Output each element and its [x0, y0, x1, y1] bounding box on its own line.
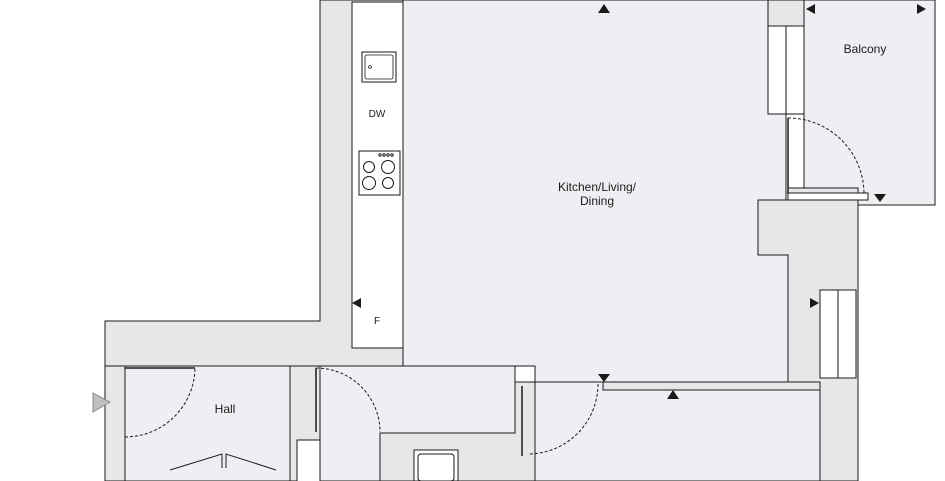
balcony-floor: [803, 0, 936, 206]
door-swing-icon: [124, 117, 865, 455]
room-label-hall: Hall: [214, 402, 236, 416]
hob-icon: [358, 150, 401, 196]
room-label-kitchen-line2: Dining: [579, 194, 615, 208]
corridor-floor: [319, 365, 516, 481]
window-marker-icon: [352, 4, 926, 399]
wardrobe-doors: [169, 449, 459, 481]
balcony-window: [767, 25, 869, 201]
side-window: [819, 289, 857, 379]
lower-wall: [602, 381, 821, 391]
hall-floor: [124, 365, 291, 481]
dishwasher-label: DW: [368, 109, 386, 120]
room-label-balcony: Balcony: [843, 42, 887, 56]
fridge-label: F: [373, 316, 381, 327]
sink-icon: [361, 51, 397, 83]
entrance-arrow-icon: [92, 392, 112, 413]
door-leaves: [125, 118, 789, 456]
room-label-kitchen-line1: Kitchen/Living/: [557, 180, 637, 194]
room-label-kitchen: Kitchen/Living/ Dining: [535, 180, 659, 208]
